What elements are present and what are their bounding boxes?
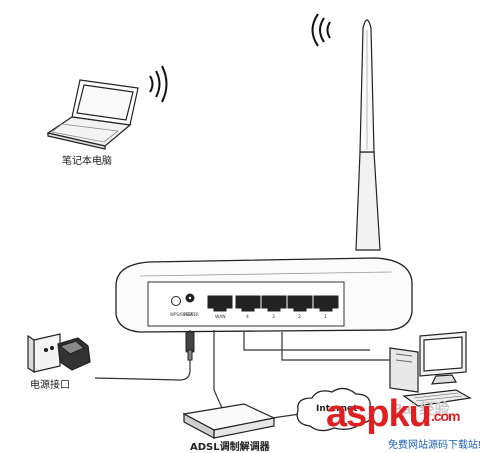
- router-antenna: [355, 19, 381, 251]
- power-port-label: POWER: [184, 312, 199, 317]
- internet-cable: [271, 413, 301, 419]
- adsl-modem-label: ADSL调制解调器: [190, 442, 270, 453]
- lan-label-4: 4: [246, 314, 249, 320]
- lan-cable: [243, 332, 392, 361]
- lan-label-1: 1: [324, 314, 327, 320]
- lan-label-3: 3: [272, 314, 275, 320]
- wall-socket-icon: [27, 333, 61, 374]
- port-lan-1: [313, 295, 339, 312]
- power-adapter-icon: [57, 337, 91, 371]
- power-cable: [94, 330, 191, 381]
- watermark-brand: aspku.com: [326, 393, 461, 436]
- laptop-wifi-icon: [149, 65, 168, 103]
- adsl-modem-icon: [182, 403, 276, 439]
- reset-label: WPS/RESET: [170, 312, 194, 317]
- watermark-brand-text: aspku: [326, 393, 432, 435]
- port-lan-4: [235, 295, 261, 312]
- laptop-icon: [46, 79, 139, 150]
- power-socket-label: 电源接口: [30, 380, 70, 391]
- port-lan-3: [261, 295, 287, 312]
- watermark-tld: .com: [430, 407, 461, 424]
- watermark-tagline: 免费网站源码下载站!: [388, 440, 481, 451]
- port-wan: [207, 295, 233, 312]
- port-labels: WAN 4 3 2 1: [215, 314, 327, 320]
- wan-label: WAN: [215, 314, 226, 320]
- antenna-wifi-icon: [311, 13, 331, 47]
- baidu-watermark: Bai 经验: [392, 401, 450, 418]
- ethernet-ports: [207, 295, 339, 312]
- desktop-computer-icon: [389, 331, 472, 407]
- port-lan-2: [287, 295, 313, 312]
- internet-label: Internet: [316, 404, 358, 414]
- internet-cloud-icon: [296, 387, 374, 432]
- router-body: [115, 257, 413, 333]
- laptop-label: 笔记本电脑: [62, 156, 112, 167]
- wan-cable: [213, 330, 223, 409]
- power-plug-connector: [185, 331, 195, 361]
- lan-label-2: 2: [298, 314, 301, 320]
